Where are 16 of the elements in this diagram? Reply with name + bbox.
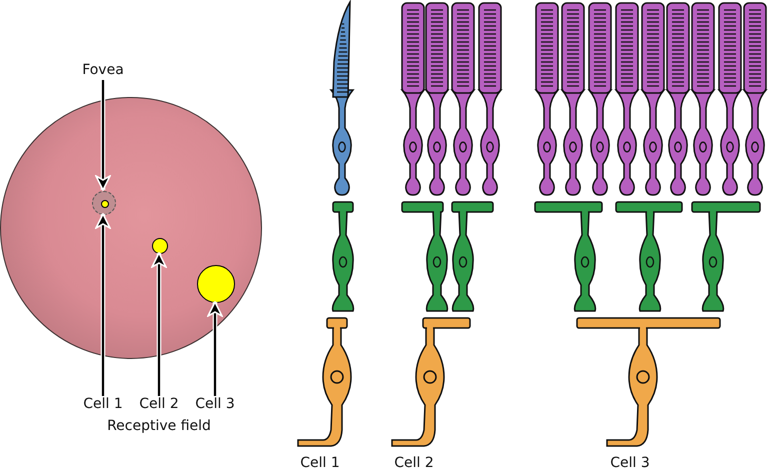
- arrow: [151, 252, 167, 396]
- caption-text: Receptive field: [107, 418, 211, 434]
- cell-label: Cell 2: [134, 396, 184, 412]
- receptive-field-spot: [101, 200, 109, 208]
- arrow: [95, 80, 111, 191]
- receptive-field-spot: [197, 265, 235, 303]
- cell-label: Cell 3: [190, 396, 240, 412]
- cell-label: Cell 2: [394, 455, 434, 471]
- fovea-circle: [92, 191, 116, 215]
- cell-label: Cell 1: [300, 455, 340, 471]
- cell-label: Cell 1: [78, 396, 128, 412]
- cell-label: Cell 3: [610, 455, 650, 471]
- receptive-field-spot: [152, 238, 168, 254]
- arrow: [95, 213, 111, 396]
- arrow: [207, 301, 223, 396]
- cell-label: Fovea: [78, 62, 128, 78]
